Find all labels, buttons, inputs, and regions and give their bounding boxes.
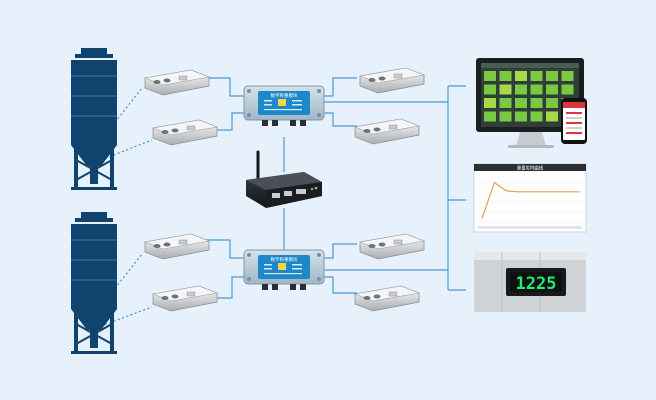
transmitter-bottom-label: 数字称重模块 (271, 256, 298, 263)
monitor-tile (530, 111, 543, 122)
monitor-tile (499, 98, 512, 108)
load-cell-top-right-1 (359, 67, 425, 94)
monitor-tile (546, 111, 558, 122)
monitor-tile (499, 111, 512, 122)
monitor-tile (484, 84, 496, 95)
monitor-tile (515, 111, 527, 122)
monitor-tile (546, 84, 558, 95)
load-cell-bottom-right-1 (359, 233, 425, 260)
monitor-tile (530, 84, 543, 95)
load-cell-top-right-2 (354, 118, 420, 145)
load-cell-top-left-2 (152, 119, 218, 146)
transmitter-bottom: 数字称重模块 (243, 249, 325, 291)
led-display-panel: 1225 (474, 252, 586, 312)
load-cell-bottom-left-1 (144, 233, 210, 260)
silo-top (70, 47, 118, 191)
load-cell-bottom-right-2 (354, 285, 420, 312)
silo-bottom (70, 211, 118, 355)
smartphone-icon (561, 98, 587, 144)
wireless-router-icon (246, 150, 322, 208)
monitor-tile (484, 71, 496, 81)
trend-chart-panel: 重量实时曲线 (473, 163, 587, 233)
transmitter-top: 数字称重模块 (243, 85, 325, 127)
trend-chart-title: 重量实时曲线 (517, 165, 544, 172)
led-display-value: 1225 (516, 274, 557, 294)
monitor-tile (499, 71, 512, 81)
monitor-tile (515, 84, 527, 95)
monitor-tile (515, 98, 527, 108)
monitor-tile (515, 71, 527, 81)
connector-lines (205, 77, 466, 299)
trend-line (481, 181, 580, 219)
monitor-tile (561, 71, 574, 81)
load-cell-top-left-1 (144, 69, 210, 96)
load-cell-bottom-left-2 (152, 285, 218, 312)
monitor-tile (546, 71, 558, 81)
monitor-tile (530, 71, 543, 81)
monitor-tile (484, 98, 496, 108)
monitor-tile (499, 84, 512, 95)
monitor-tile (530, 98, 543, 108)
monitor-tile (546, 98, 558, 108)
desktop-monitor-icon (476, 58, 584, 148)
monitor-tile (484, 111, 496, 122)
dotted-links (100, 87, 153, 327)
monitor-tile (561, 84, 574, 95)
transmitter-top-label: 数字称重模块 (271, 92, 298, 99)
